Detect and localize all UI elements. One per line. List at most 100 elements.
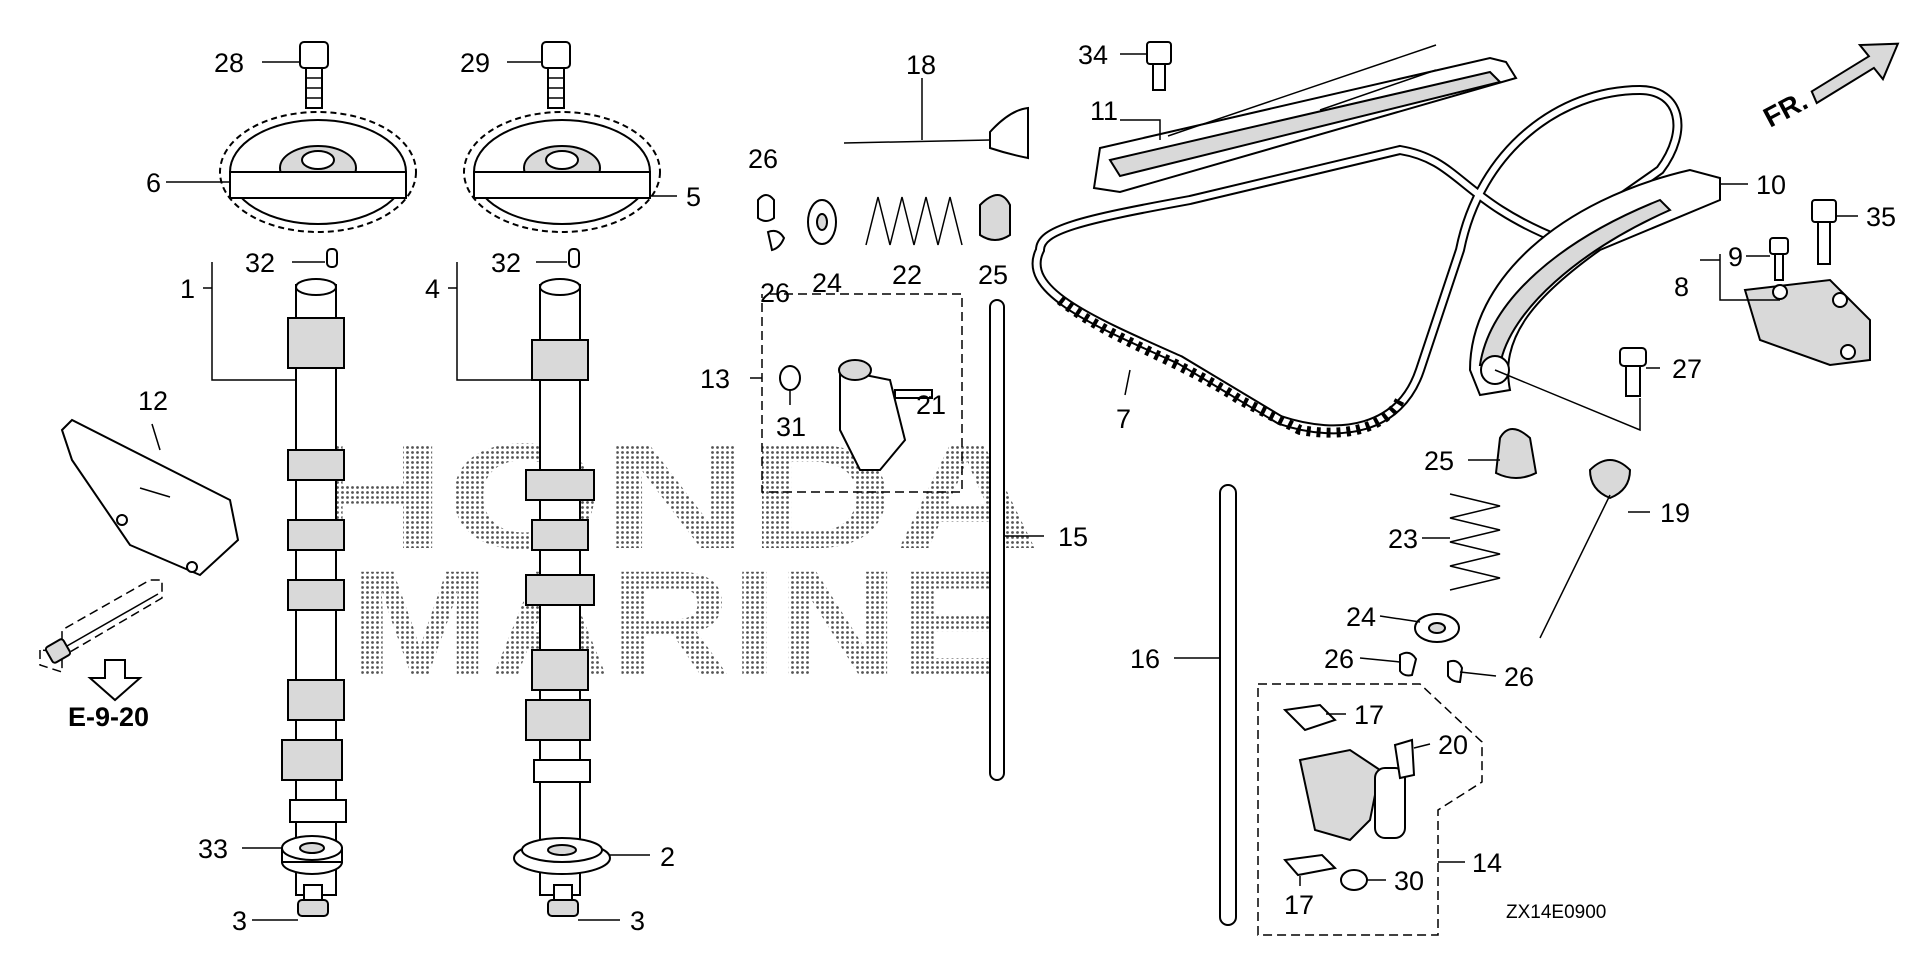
- callouts: 28 29 6 5 32 32 1 4 12 33 2 3 3 18 26 26…: [138, 40, 1896, 936]
- callout-3b: 3: [630, 906, 645, 936]
- clip-17b: [1283, 853, 1338, 877]
- callout-17b: 17: [1284, 890, 1314, 920]
- callout-26c: 26: [1324, 644, 1354, 674]
- tensioner-8: [1743, 278, 1871, 367]
- long-bolt: [39, 579, 163, 674]
- valve-19: [1539, 459, 1632, 639]
- cotter-26a: [757, 194, 775, 222]
- callout-17a: 17: [1354, 700, 1384, 730]
- callout-29: 29: [460, 48, 490, 78]
- callout-26b: 26: [760, 278, 790, 308]
- cotter-26d: [1447, 659, 1464, 684]
- oil-seal-33: [281, 835, 343, 875]
- callout-27: 27: [1672, 354, 1702, 384]
- callout-24a: 24: [812, 268, 842, 298]
- plug-3b: [547, 884, 579, 917]
- callout-21: 21: [916, 390, 946, 420]
- callout-9: 9: [1728, 242, 1743, 272]
- callout-12: 12: [138, 386, 168, 416]
- callout-10: 10: [1756, 170, 1786, 200]
- rocker-shaft-16: [1219, 484, 1237, 926]
- retainer-24a: [807, 199, 837, 245]
- callout-3a: 3: [232, 906, 247, 936]
- tensioner-arm-10: [1468, 168, 1721, 397]
- callout-32a: 32: [245, 248, 275, 278]
- nut-30: [1340, 869, 1368, 891]
- bolt-34: [1146, 41, 1172, 91]
- callout-32b: 32: [491, 248, 521, 278]
- callout-1: 1: [180, 274, 195, 304]
- camshaft-4: [525, 278, 595, 896]
- callout-19: 19: [1660, 498, 1690, 528]
- callout-14: 14: [1472, 848, 1502, 878]
- callout-18: 18: [906, 50, 936, 80]
- thrust-plate-2: [513, 837, 611, 875]
- callout-11: 11: [1090, 96, 1118, 126]
- valve-seal-25b: [1494, 428, 1538, 479]
- bolt-28: [299, 41, 329, 109]
- cam-sprocket-6: [219, 111, 417, 233]
- cam-sprocket-5: [463, 111, 661, 233]
- diagram-code: ZX14E0900: [1506, 902, 1606, 923]
- plug-3a: [297, 884, 329, 917]
- callout-33: 33: [198, 834, 228, 864]
- callout-22: 22: [892, 260, 922, 290]
- nut-31: [779, 365, 801, 391]
- rocker-14-box: [1257, 683, 1483, 936]
- bolt-29: [541, 41, 571, 109]
- callout-31: 31: [776, 412, 806, 442]
- bolt-35: [1811, 199, 1837, 265]
- spring-23: [1448, 490, 1506, 591]
- callout-7: 7: [1116, 404, 1131, 434]
- callout-35: 35: [1866, 202, 1896, 232]
- reference-label: E-9-20: [68, 702, 149, 732]
- spring-22: [860, 196, 966, 246]
- callout-16: 16: [1130, 644, 1160, 674]
- callout-26d: 26: [1504, 662, 1534, 692]
- callout-20: 20: [1438, 730, 1468, 760]
- rocker-arm-13: [779, 359, 933, 471]
- valve-seal-25a: [979, 194, 1011, 241]
- adjuster-21: [894, 389, 933, 399]
- front-direction-arrow: FR.: [1758, 42, 1900, 134]
- bolt-27: [1619, 347, 1647, 397]
- callout-13: 13: [700, 364, 730, 394]
- cotter-26c: [1399, 651, 1418, 677]
- callout-23: 23: [1388, 524, 1418, 554]
- bolt-9: [1769, 237, 1789, 281]
- rocker-arm-14: [1282, 703, 1416, 891]
- callout-26a: 26: [748, 144, 778, 174]
- callout-28: 28: [214, 48, 244, 78]
- watermark-line1: HONDA: [300, 412, 1040, 580]
- camshaft-1: [281, 278, 347, 896]
- callout-2: 2: [660, 842, 675, 872]
- rocker-13-box: [761, 293, 963, 493]
- valve-18: [843, 106, 1029, 160]
- leader-lines: [151, 53, 1858, 921]
- callout-30: 30: [1394, 866, 1424, 896]
- watermark: HONDA MARINE: [300, 412, 1040, 707]
- callout-15: 15: [1058, 522, 1088, 552]
- callout-8: 8: [1674, 272, 1689, 302]
- callout-34: 34: [1078, 40, 1108, 70]
- callout-24b: 24: [1346, 602, 1376, 632]
- dowel-pin-32a: [326, 248, 338, 268]
- clip-17a: [1282, 703, 1337, 732]
- chain-guide-11: [1092, 44, 1518, 194]
- retainer-24b: [1414, 613, 1460, 643]
- callout-5: 5: [686, 182, 701, 212]
- callout-25a: 25: [978, 260, 1008, 290]
- rocker-shaft-15: [989, 299, 1005, 781]
- guide-plate-12: [60, 418, 240, 577]
- cotter-26b: [766, 229, 786, 252]
- callout-4: 4: [425, 274, 440, 304]
- ref-arrow: [87, 659, 143, 702]
- dowel-pin-32b: [568, 248, 580, 268]
- callout-6: 6: [146, 168, 161, 198]
- callout-25b: 25: [1424, 446, 1454, 476]
- watermark-line2: MARINE: [350, 539, 1010, 707]
- adjuster-20: [1393, 738, 1416, 780]
- direction-label: FR.: [1758, 85, 1812, 134]
